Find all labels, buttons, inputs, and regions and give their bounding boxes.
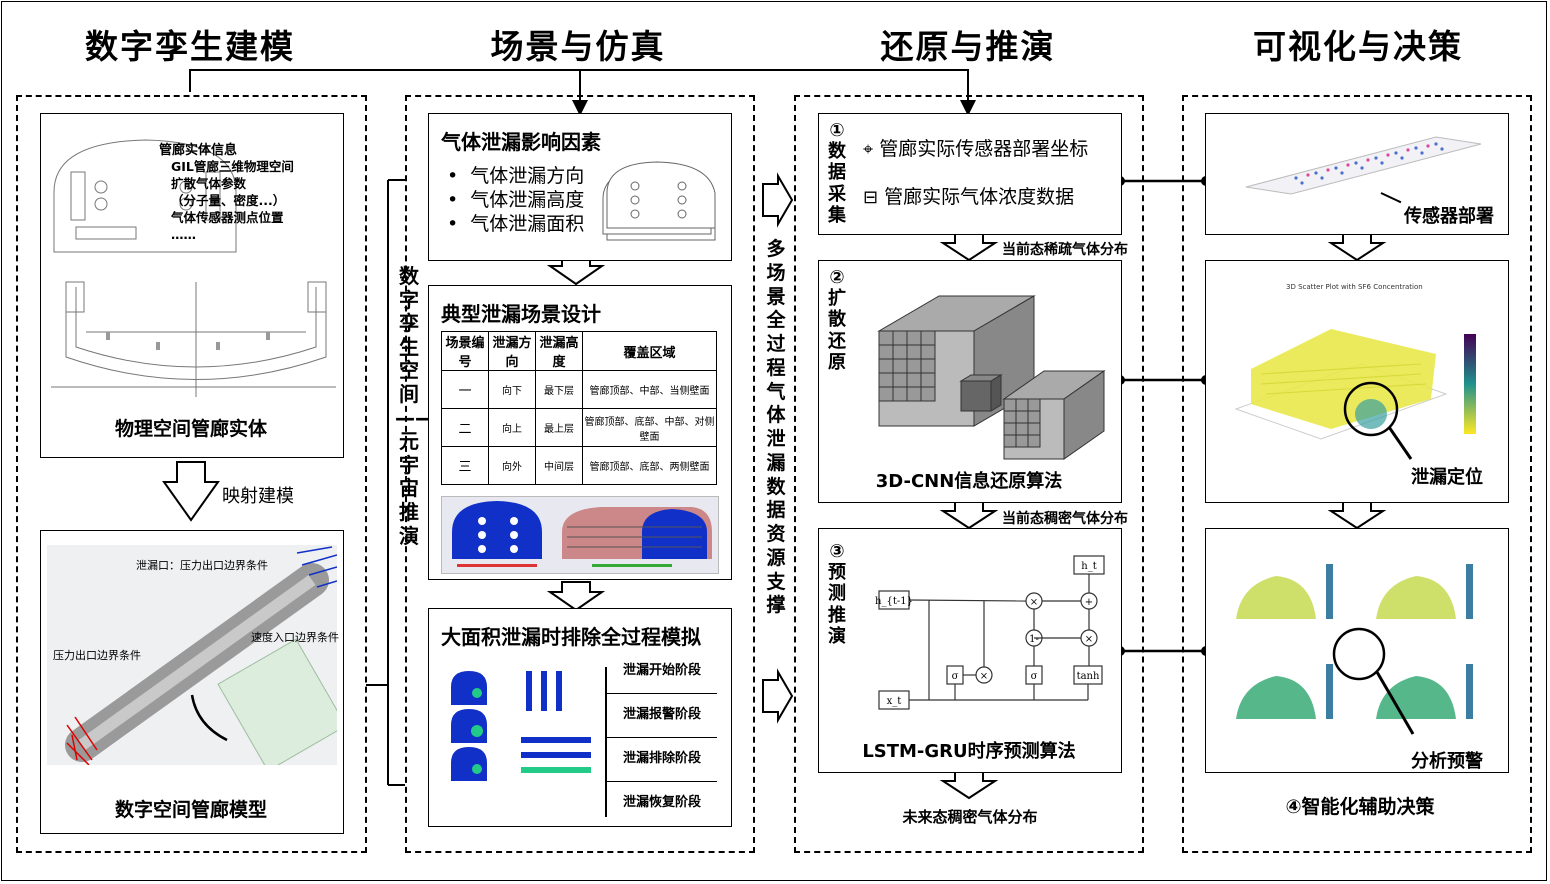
dense-distribution-label: 当前态稠密气体分布	[1002, 511, 1128, 527]
multi-scatter-plots	[1236, 564, 1473, 735]
sensor-device-icon: ⊟	[863, 187, 879, 208]
future-distribution-label: 未来态稠密气体分布	[902, 808, 1038, 826]
stage-divider	[607, 737, 717, 738]
gru-node-sigma: σ	[1031, 671, 1038, 682]
col-title-simulation: 场景与仿真	[490, 27, 666, 66]
digital-model-label: 数字空间管廊模型	[114, 799, 267, 821]
stage-divider	[607, 781, 717, 782]
diffusion-restore-box: ②扩散还原 3D-C	[818, 260, 1122, 503]
process-sim-box: 大面积泄漏时排除全过程模拟 泄漏开始阶段 泄漏报警阶段 泄漏排除阶段 泄漏恢复阶…	[428, 608, 732, 827]
table-row: 一 向下 最下层 管廊顶部、中部、当侧壁面	[441, 370, 717, 409]
contour-images	[441, 496, 719, 574]
process-sim-contours	[451, 671, 591, 781]
scene-table: 场景编号 泄漏方向 泄漏高度 覆盖区域 一 向下 最下层 管廊顶部、中部、当侧壁…	[441, 331, 717, 485]
entity-info-item: 扩散气体参数	[171, 176, 247, 191]
scene-design-title: 典型泄漏场景设计	[441, 302, 601, 326]
annotation-pressure-outlet: 压力出口边界条件	[53, 649, 141, 662]
scatter-title: 3D Scatter Plot with SF6 Concentration	[1286, 283, 1423, 291]
gru-node-xt: x_t	[887, 696, 902, 707]
gru-node-hprev: h_{t-1}	[875, 596, 913, 607]
table-header: 场景编号	[441, 331, 489, 371]
stage-alarm: 泄漏报警阶段	[622, 707, 701, 722]
location-pin-icon: ⌖	[863, 139, 874, 160]
stage-recovery: 泄漏恢复阶段	[622, 795, 701, 810]
factor-item: 气体泄漏面积	[470, 213, 585, 235]
scene-design-box: 典型泄漏场景设计 场景编号 泄漏方向 泄漏高度 覆盖区域 一 向下 最下层 管廊…	[428, 285, 732, 580]
factors-title: 气体泄漏影响因素	[441, 130, 601, 154]
leak-location-box: 3D Scatter Plot with SF6 Concentration 泄…	[1205, 260, 1509, 503]
stage-removal: 泄漏排除阶段	[622, 751, 701, 766]
entity-info-item: GIL管廊三维物理空间	[171, 159, 294, 174]
table-row: 三 向外 中间层 管廊顶部、底部、两侧壁面	[441, 446, 717, 485]
data-collection-box: ①数据采集 ⌖ 管廊实际传感器部署坐标 ⊟ 管廊实际气体浓度数据	[818, 113, 1122, 235]
sensor-point-cloud	[1245, 136, 1482, 195]
step2-label: ②扩散还原	[828, 267, 846, 373]
gru-node-sigma: σ	[952, 671, 959, 682]
factors-box: 气体泄漏影响因素 • 气体泄漏方向 • 气体泄漏高度 • 气体泄漏面积	[428, 113, 732, 261]
data-support-vertical-label: 多场景全过程气体泄漏数据资源支撑	[766, 238, 786, 617]
factor-item: 气体泄漏方向	[470, 165, 585, 187]
table-header: 泄漏高度	[535, 331, 583, 371]
stage-start: 泄漏开始阶段	[622, 663, 701, 678]
leak-scatter-plot	[1234, 329, 1476, 460]
entity-info-item: 气体传感器测点位置	[171, 210, 284, 225]
restoration-panel	[794, 95, 1144, 853]
gru-node-tanh: tanh	[1077, 671, 1100, 682]
svg-text:×: ×	[980, 671, 988, 682]
col-title-visualization: 可视化与决策	[1253, 27, 1463, 66]
colorbar	[1464, 334, 1476, 434]
step3-label: ③预测推演	[828, 541, 846, 647]
entity-info-list: GIL管廊三维物理空间 扩散气体参数 （分子量、密度...） 气体传感器测点位置…	[171, 158, 294, 243]
entity-info-item: ……	[171, 227, 196, 242]
visualization-panel	[1182, 95, 1532, 853]
digital-model-box: 泄漏口：压力出口边界条件 速度入口边界条件 压力出口边界条件 数字空间管廊模型	[40, 530, 347, 834]
sensor-coord-item: ⌖ 管廊实际传感器部署坐标	[863, 138, 1089, 160]
simulation-panel	[405, 95, 755, 853]
decision-label: ④智能化辅助决策	[1285, 796, 1435, 818]
tunnel-model-render	[47, 545, 347, 772]
gru-node-one-minus: 1-	[1029, 634, 1039, 645]
tunnel-slices-drawing	[602, 161, 716, 241]
annotation-velocity-inlet: 速度入口边界条件	[251, 631, 339, 644]
mapping-label: 映射建模	[222, 486, 294, 507]
table-header: 泄漏方向	[488, 331, 536, 371]
sensor-deploy-box: 传感器部署	[1205, 113, 1509, 235]
process-sim-title: 大面积泄漏时排除全过程模拟	[441, 625, 701, 649]
analysis-warning-label: 分析预警	[1411, 751, 1483, 772]
factors-list: • 气体泄漏方向 • 气体泄漏高度 • 气体泄漏面积	[447, 165, 585, 235]
leak-location-label: 泄漏定位	[1411, 467, 1483, 488]
svg-text:×: ×	[1085, 634, 1093, 645]
physical-entity-label: 物理空间管廊实体	[114, 418, 267, 440]
cnn-cube-diagram	[877, 295, 1106, 460]
physical-entity-box: 管廊实体信息 GIL管廊三维物理空间 扩散气体参数 （分子量、密度...） 气体…	[40, 113, 344, 458]
stage-divider	[607, 693, 717, 694]
svg-text:+: +	[1085, 597, 1093, 608]
sensor-deploy-label: 传感器部署	[1404, 206, 1494, 227]
gru-cell-diagram: h_{t-1} x_t h_t σ σ tanh 1- × + × ×	[875, 555, 1105, 710]
col-title-restoration: 还原与推演	[880, 27, 1056, 66]
factor-item: 气体泄漏高度	[470, 189, 585, 211]
annotation-leak-outlet: 泄漏口：压力出口边界条件	[136, 559, 268, 572]
table-row: 二 向上 最上层 管廊顶部、底部、中部、对侧壁面	[441, 408, 717, 447]
col-title-modeling: 数字孪生建模	[85, 27, 295, 66]
sparse-distribution-label: 当前态稀疏气体分布	[1002, 242, 1128, 258]
entity-info-title: 管廊实体信息	[159, 143, 238, 158]
svg-text:×: ×	[1030, 597, 1038, 608]
step1-label: ①数据采集	[828, 120, 846, 226]
modeling-panel	[16, 95, 367, 853]
analysis-warning-box: 分析预警	[1205, 528, 1509, 773]
prediction-box: ③预测推演 h_{t-1} x_t h_t σ	[818, 528, 1122, 773]
gas-concentration-item: ⊟ 管廊实际气体浓度数据	[863, 186, 1075, 208]
table-header: 覆盖区域	[582, 331, 717, 371]
gru-node-ht: h_t	[1081, 561, 1096, 572]
digital-twin-vertical-label: 数字孪生空间——元宇宙推演	[395, 264, 435, 548]
lstm-gru-algorithm-label: LSTM-GRU时序预测算法	[862, 741, 1076, 762]
entity-info-item: （分子量、密度...）	[171, 193, 286, 208]
cnn-algorithm-label: 3D-CNN信息还原算法	[875, 471, 1063, 492]
stage-axis	[605, 667, 607, 817]
tunnel-cross-section-drawing	[51, 139, 336, 397]
